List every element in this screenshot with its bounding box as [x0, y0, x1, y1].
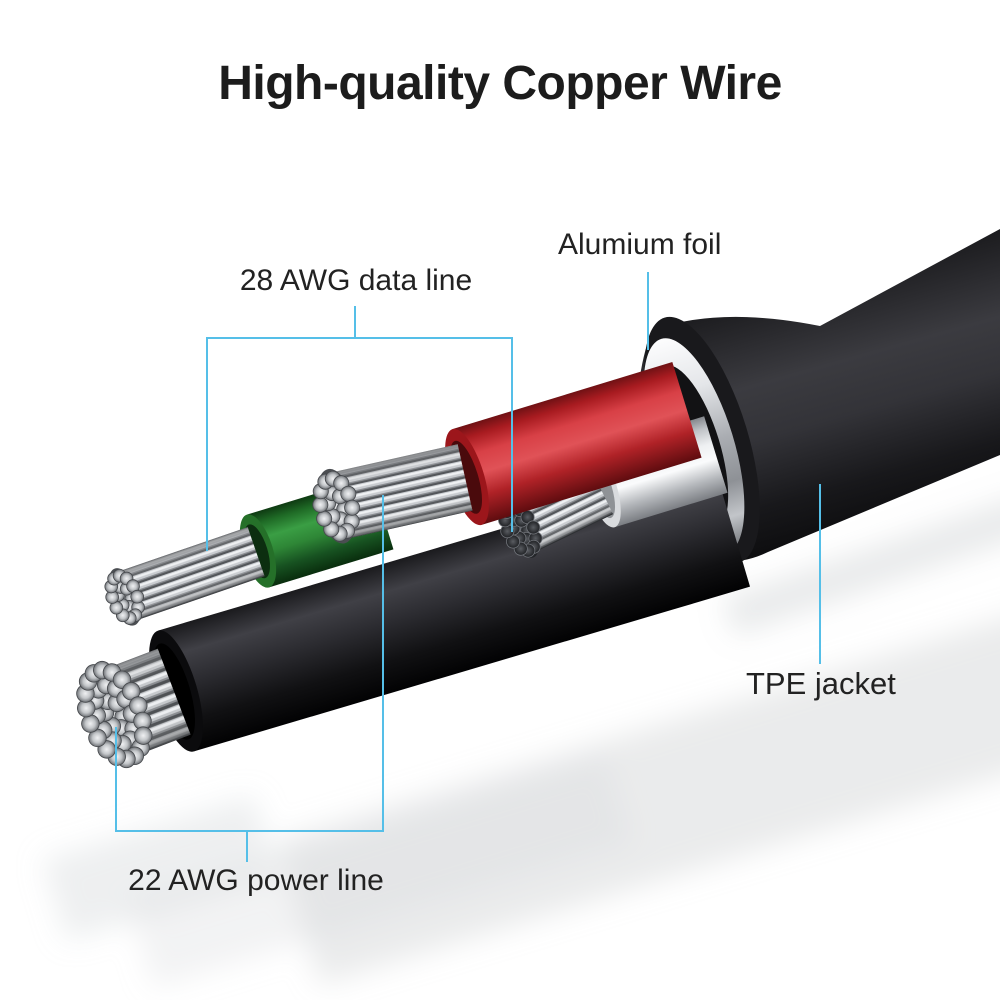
- label-power-line: 22 AWG power line: [128, 864, 384, 897]
- label-tpe-jacket: TPE jacket: [746, 666, 896, 701]
- black-power-wire-graphic: [76, 465, 751, 769]
- data-line-bracket: [206, 337, 513, 551]
- callout-lines: [115, 272, 821, 862]
- label-aluminum-foil: Alumium foil: [558, 228, 722, 261]
- power-line-bracket: [115, 495, 384, 832]
- red-strand-bundle-end: [312, 468, 361, 544]
- green-copper-strands: [104, 527, 265, 626]
- power-strand-bundle-end: [76, 660, 153, 769]
- label-data-line: 28 AWG data line: [239, 264, 473, 297]
- power-copper-strands: [76, 648, 191, 769]
- green-strand-bundle-end: [104, 568, 145, 626]
- page-title: High-quality Copper Wire: [218, 57, 782, 110]
- red-power-wire-graphic: [312, 361, 702, 544]
- green-data-wire-graphic: [104, 476, 394, 626]
- red-copper-strands: [312, 444, 473, 544]
